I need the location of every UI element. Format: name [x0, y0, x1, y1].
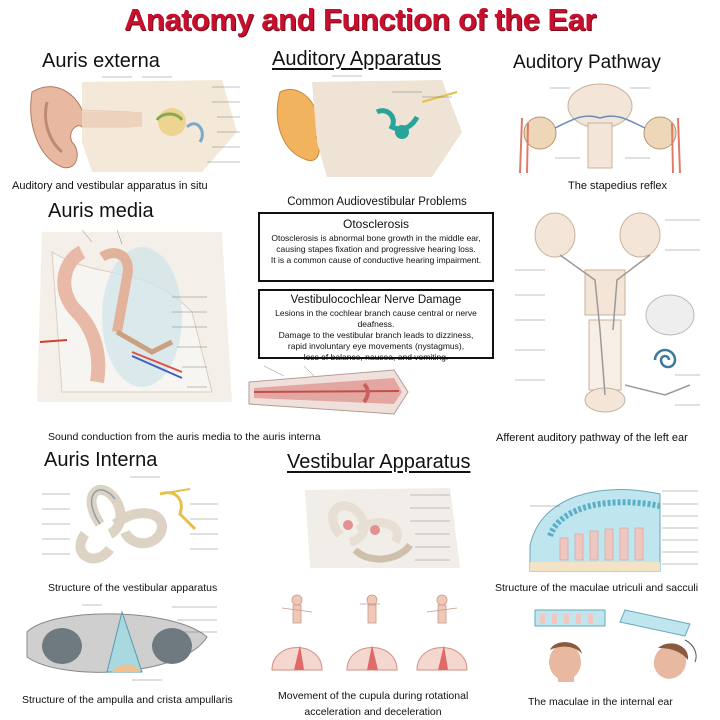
maculae-structure-icon [520, 476, 700, 578]
heading-auris-interna: Auris Interna [44, 449, 158, 471]
heading-auris-externa: Auris externa [42, 50, 160, 72]
caption-maculae-structure: Structure of the maculae utriculi and sa… [495, 582, 699, 594]
vestibulocochlear-box: Vestibulocochlear Nerve Damage Lesions i… [258, 289, 494, 362]
vestibular-apparatus-icon [300, 480, 468, 572]
ear-anatomy-icon [22, 72, 247, 176]
vestibulocochlear-title: Vestibulocochlear Nerve Damage [290, 294, 462, 306]
ampulla-icon [22, 602, 222, 684]
vestibulocochlear-line-2: Damage to the vestibular branch leads to… [278, 330, 474, 340]
head-profile-icon [530, 600, 705, 682]
poster-title: Anatomy and Function of the Ear [124, 2, 596, 37]
vestibulocochlear-line-4: loss of balance, nausea, and vomiting. [303, 352, 449, 362]
problems-heading: Common Audiovestibular Problems [287, 196, 467, 208]
cupula-figures-icon [262, 590, 474, 680]
brain-pathway-icon [500, 78, 700, 176]
heading-auditory-pathway: Auditory Pathway [513, 52, 661, 73]
otosclerosis-line-2: causing stapes fixation and progressive … [276, 244, 476, 254]
caption-afferent: Afferent auditory pathway of the left ea… [496, 432, 688, 444]
caption-stapedius: The stapedius reflex [568, 180, 668, 192]
caption-in-situ: Auditory and vestibular apparatus in sit… [12, 180, 208, 192]
vestibular-labyrinth-icon [40, 474, 220, 576]
caption-sound-conduction: Sound conduction from the auris media to… [48, 431, 321, 443]
otosclerosis-line-1: Otosclerosis is abnormal bone growth in … [271, 233, 481, 243]
heading-auris-media: Auris media [48, 200, 154, 222]
afferent-pathway-icon [505, 210, 705, 425]
caption-ampulla: Structure of the ampulla and crista ampu… [22, 694, 233, 706]
caption-maculae-internal: The maculae in the internal ear [528, 696, 673, 708]
vestibulocochlear-line-1: Lesions in the cochlear branch cause cen… [275, 308, 477, 329]
otosclerosis-line-3: It is a common cause of conductive heari… [270, 255, 482, 265]
caption-cupula-line-2: acceleration and deceleration [304, 706, 442, 718]
cochlea-duct-icon [244, 364, 412, 420]
ear-cross-section-icon [272, 72, 472, 180]
heading-auditory-apparatus: Auditory Apparatus [272, 48, 441, 70]
caption-cupula-line-1: Movement of the cupula during rotational [278, 690, 469, 702]
caption-vestibular-structure: Structure of the vestibular apparatus [48, 582, 218, 594]
middle-ear-ossicles-icon [22, 222, 244, 412]
heading-vestibular-apparatus: Vestibular Apparatus [287, 451, 471, 473]
otosclerosis-box: Otosclerosis Otosclerosis is abnormal bo… [258, 212, 494, 282]
vestibulocochlear-line-3: rapid involuntary eye movements (nystagm… [287, 341, 465, 351]
otosclerosis-title: Otosclerosis [342, 217, 410, 231]
